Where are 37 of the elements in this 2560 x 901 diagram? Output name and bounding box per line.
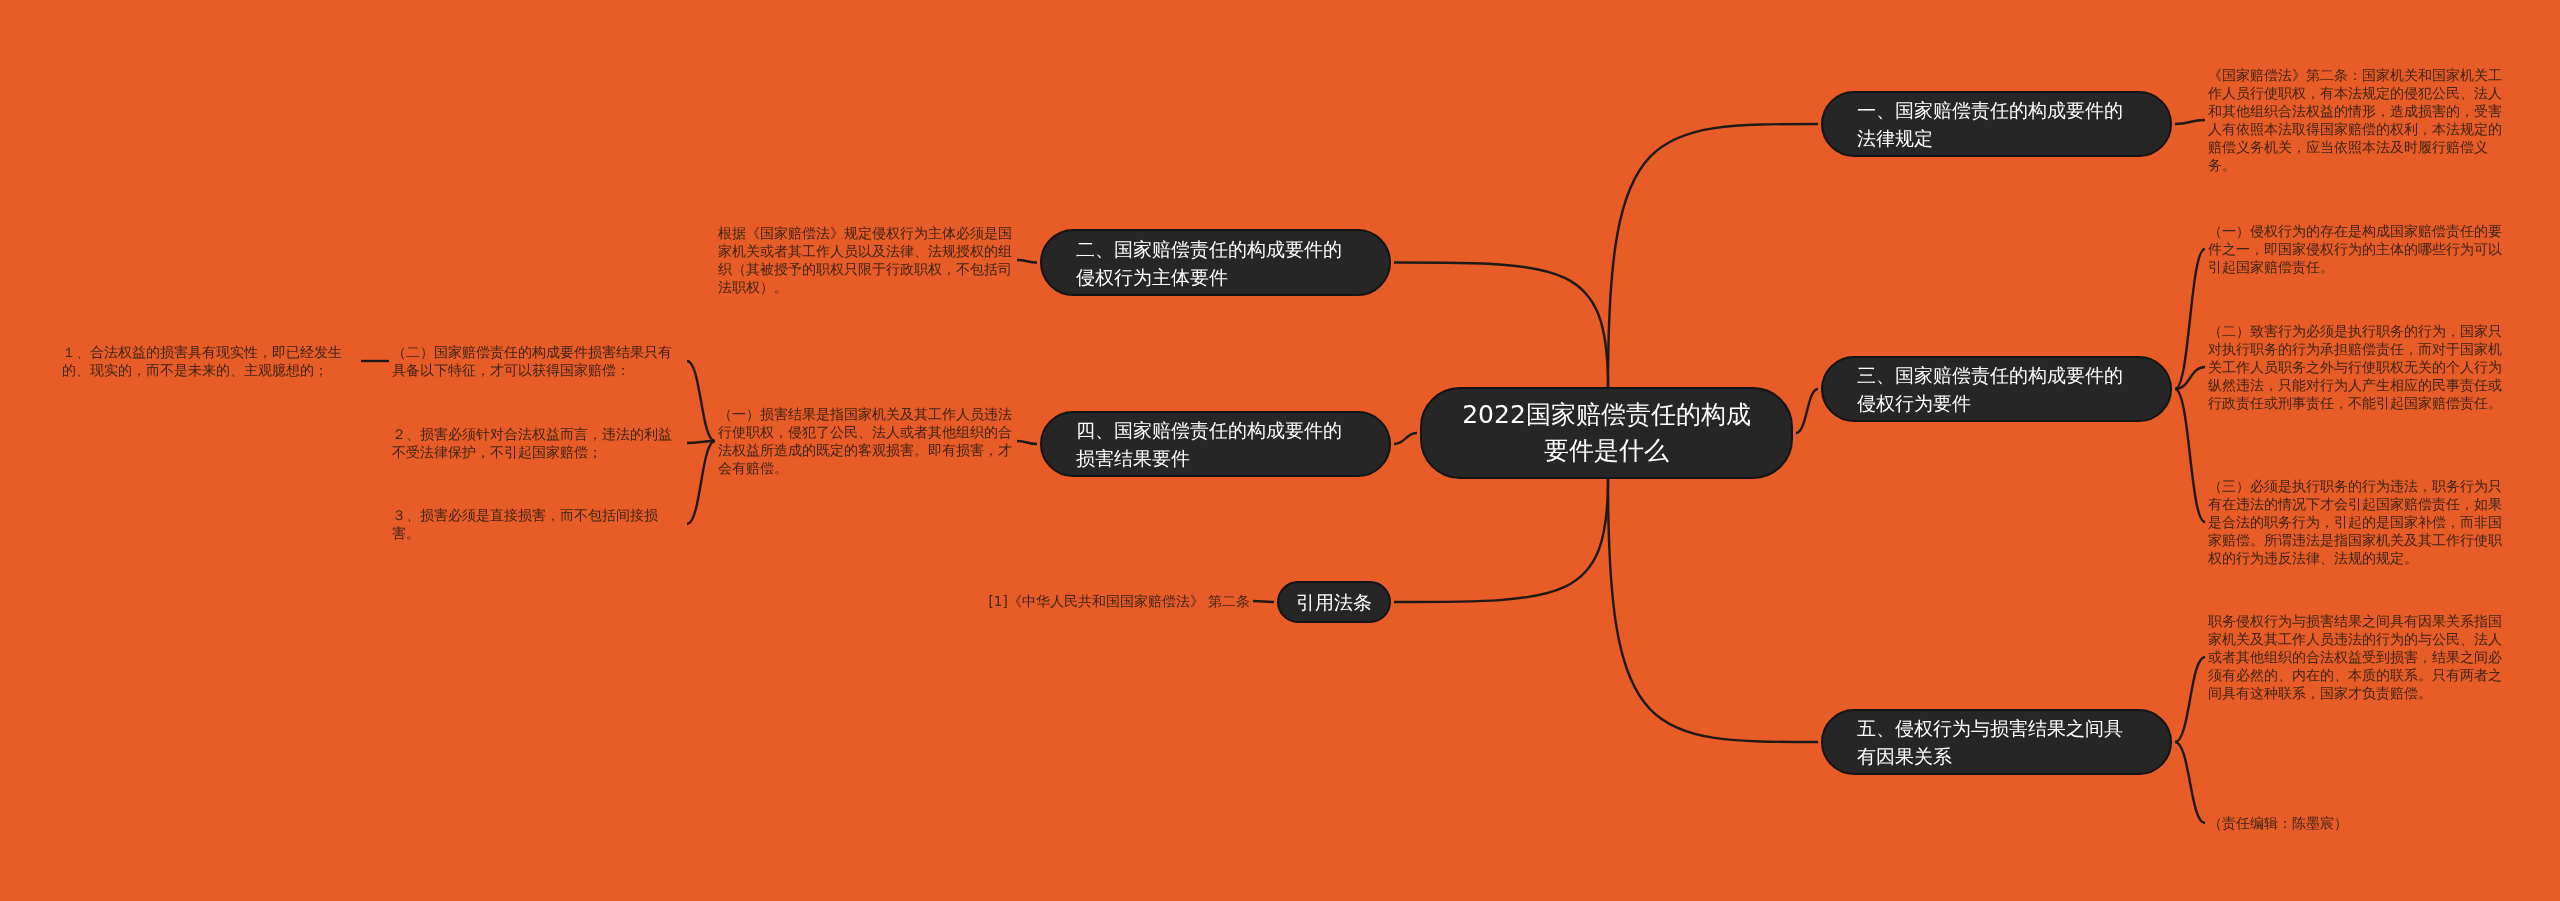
connector-line	[361, 359, 389, 363]
note-text: （一）损害结果是指国家机关及其工作人员违法行使职权，侵犯了公民、法人或者其他组织的合法权益所造成的既定的客观损害。即有损害，才会有赔偿。	[718, 405, 1014, 477]
note-text: （二）致害行为必须是执行职务的行为，国家只对执行职务的行为承担赔偿责任，而对于国家机关工作人员职务之外与行使职权无关的个人行为纵然违法，只能对行为人产生相应的民事责任或行政责任或刑事责任，不能引起国家赔偿责任。	[2208, 322, 2508, 412]
connector-line	[1393, 431, 1418, 446]
topic-box: 引用法条	[1277, 581, 1391, 623]
note-text: 《国家赔偿法》第二条：国家机关和国家机关工作人员行使职权，有本法规定的侵犯公民、法人和其他组织合法权益的情形，造成损害的，受害人有依照本法取得国家赔偿的权利，本法规定的赔偿义务机关，应当依照本法及时履行赔偿义务。	[2208, 66, 2508, 174]
connector-line	[686, 359, 716, 443]
connector-line	[687, 439, 715, 445]
connector-line	[686, 439, 716, 526]
connector-line	[1606, 479, 1818, 744]
connector-line	[1253, 599, 1274, 604]
note-text: 职务侵权行为与损害结果之间具有因果关系指国家机关及其工作人员违法的行为的与公民、法人或者其他组织的合法权益受到损害，结果之间必须有必然的、内在的、本质的联系。只有两者之间具有这种联系，国家才负责赔偿。	[2208, 612, 2508, 702]
topic-box: 五、侵权行为与损害结果之间具有因果关系	[1821, 709, 2172, 775]
note-text: 根据《国家赔偿法》规定侵权行为主体必须是国家机关或者其工作人员以及法律、法规授权的组织（其被授予的职权只限于行政职权，不包括司法职权）。	[718, 224, 1014, 296]
note-text: ３、损害必须是直接损害，而不包括间接损害。	[392, 506, 684, 542]
note-text: （二）国家赔偿责任的构成要件损害结果只有具备以下特征，才可以获得国家赔偿：	[392, 343, 684, 379]
connector-line	[2174, 740, 2206, 825]
note-text: （一）侵权行为的存在是构成国家赔偿责任的要件之一，即国家侵权行为的主体的哪些行为可以引起国家赔偿责任。	[2208, 222, 2508, 276]
connector-line	[2174, 365, 2206, 391]
connector-line	[2174, 388, 2206, 523]
note-text: （三）必须是执行职务的行为违法，职务行为只有在违法的情况下才会引起国家赔偿责任，如果是合法的职务行为，引起的是国家补偿，而非国家赔偿。所谓违法是指国家机关及其工作行使职权的行为违反法律、法规的规定。	[2208, 477, 2508, 567]
connector-line	[1016, 258, 1038, 264]
topic-box: 三、国家赔偿责任的构成要件的侵权行为要件	[1821, 356, 2172, 422]
central-topic-box: 2022国家赔偿责任的构成要件是什么	[1420, 387, 1793, 479]
connector-line	[1795, 387, 1819, 435]
connector-line	[2174, 655, 2206, 744]
connector-line	[1016, 439, 1038, 446]
connector-line	[2174, 118, 2206, 126]
topic-box: 四、国家赔偿责任的构成要件的损害结果要件	[1040, 411, 1391, 477]
note-text: （责任编辑：陈墨宸）	[2208, 814, 2508, 832]
note-text: １、合法权益的损害具有现实性，即已经发生的、现实的，而不是未来的、主观臆想的；	[62, 343, 358, 379]
connector-line	[1394, 261, 1610, 388]
topic-box: 二、国家赔偿责任的构成要件的侵权行为主体要件	[1040, 229, 1391, 296]
note-text: [1]《中华人民共和国国家赔偿法》 第二条	[970, 592, 1250, 610]
topic-box: 一、国家赔偿责任的构成要件的法律规定	[1821, 91, 2172, 157]
note-text: ２、损害必须针对合法权益而言，违法的利益不受法律保护，不引起国家赔偿；	[392, 425, 684, 461]
connector-line	[2174, 248, 2206, 390]
